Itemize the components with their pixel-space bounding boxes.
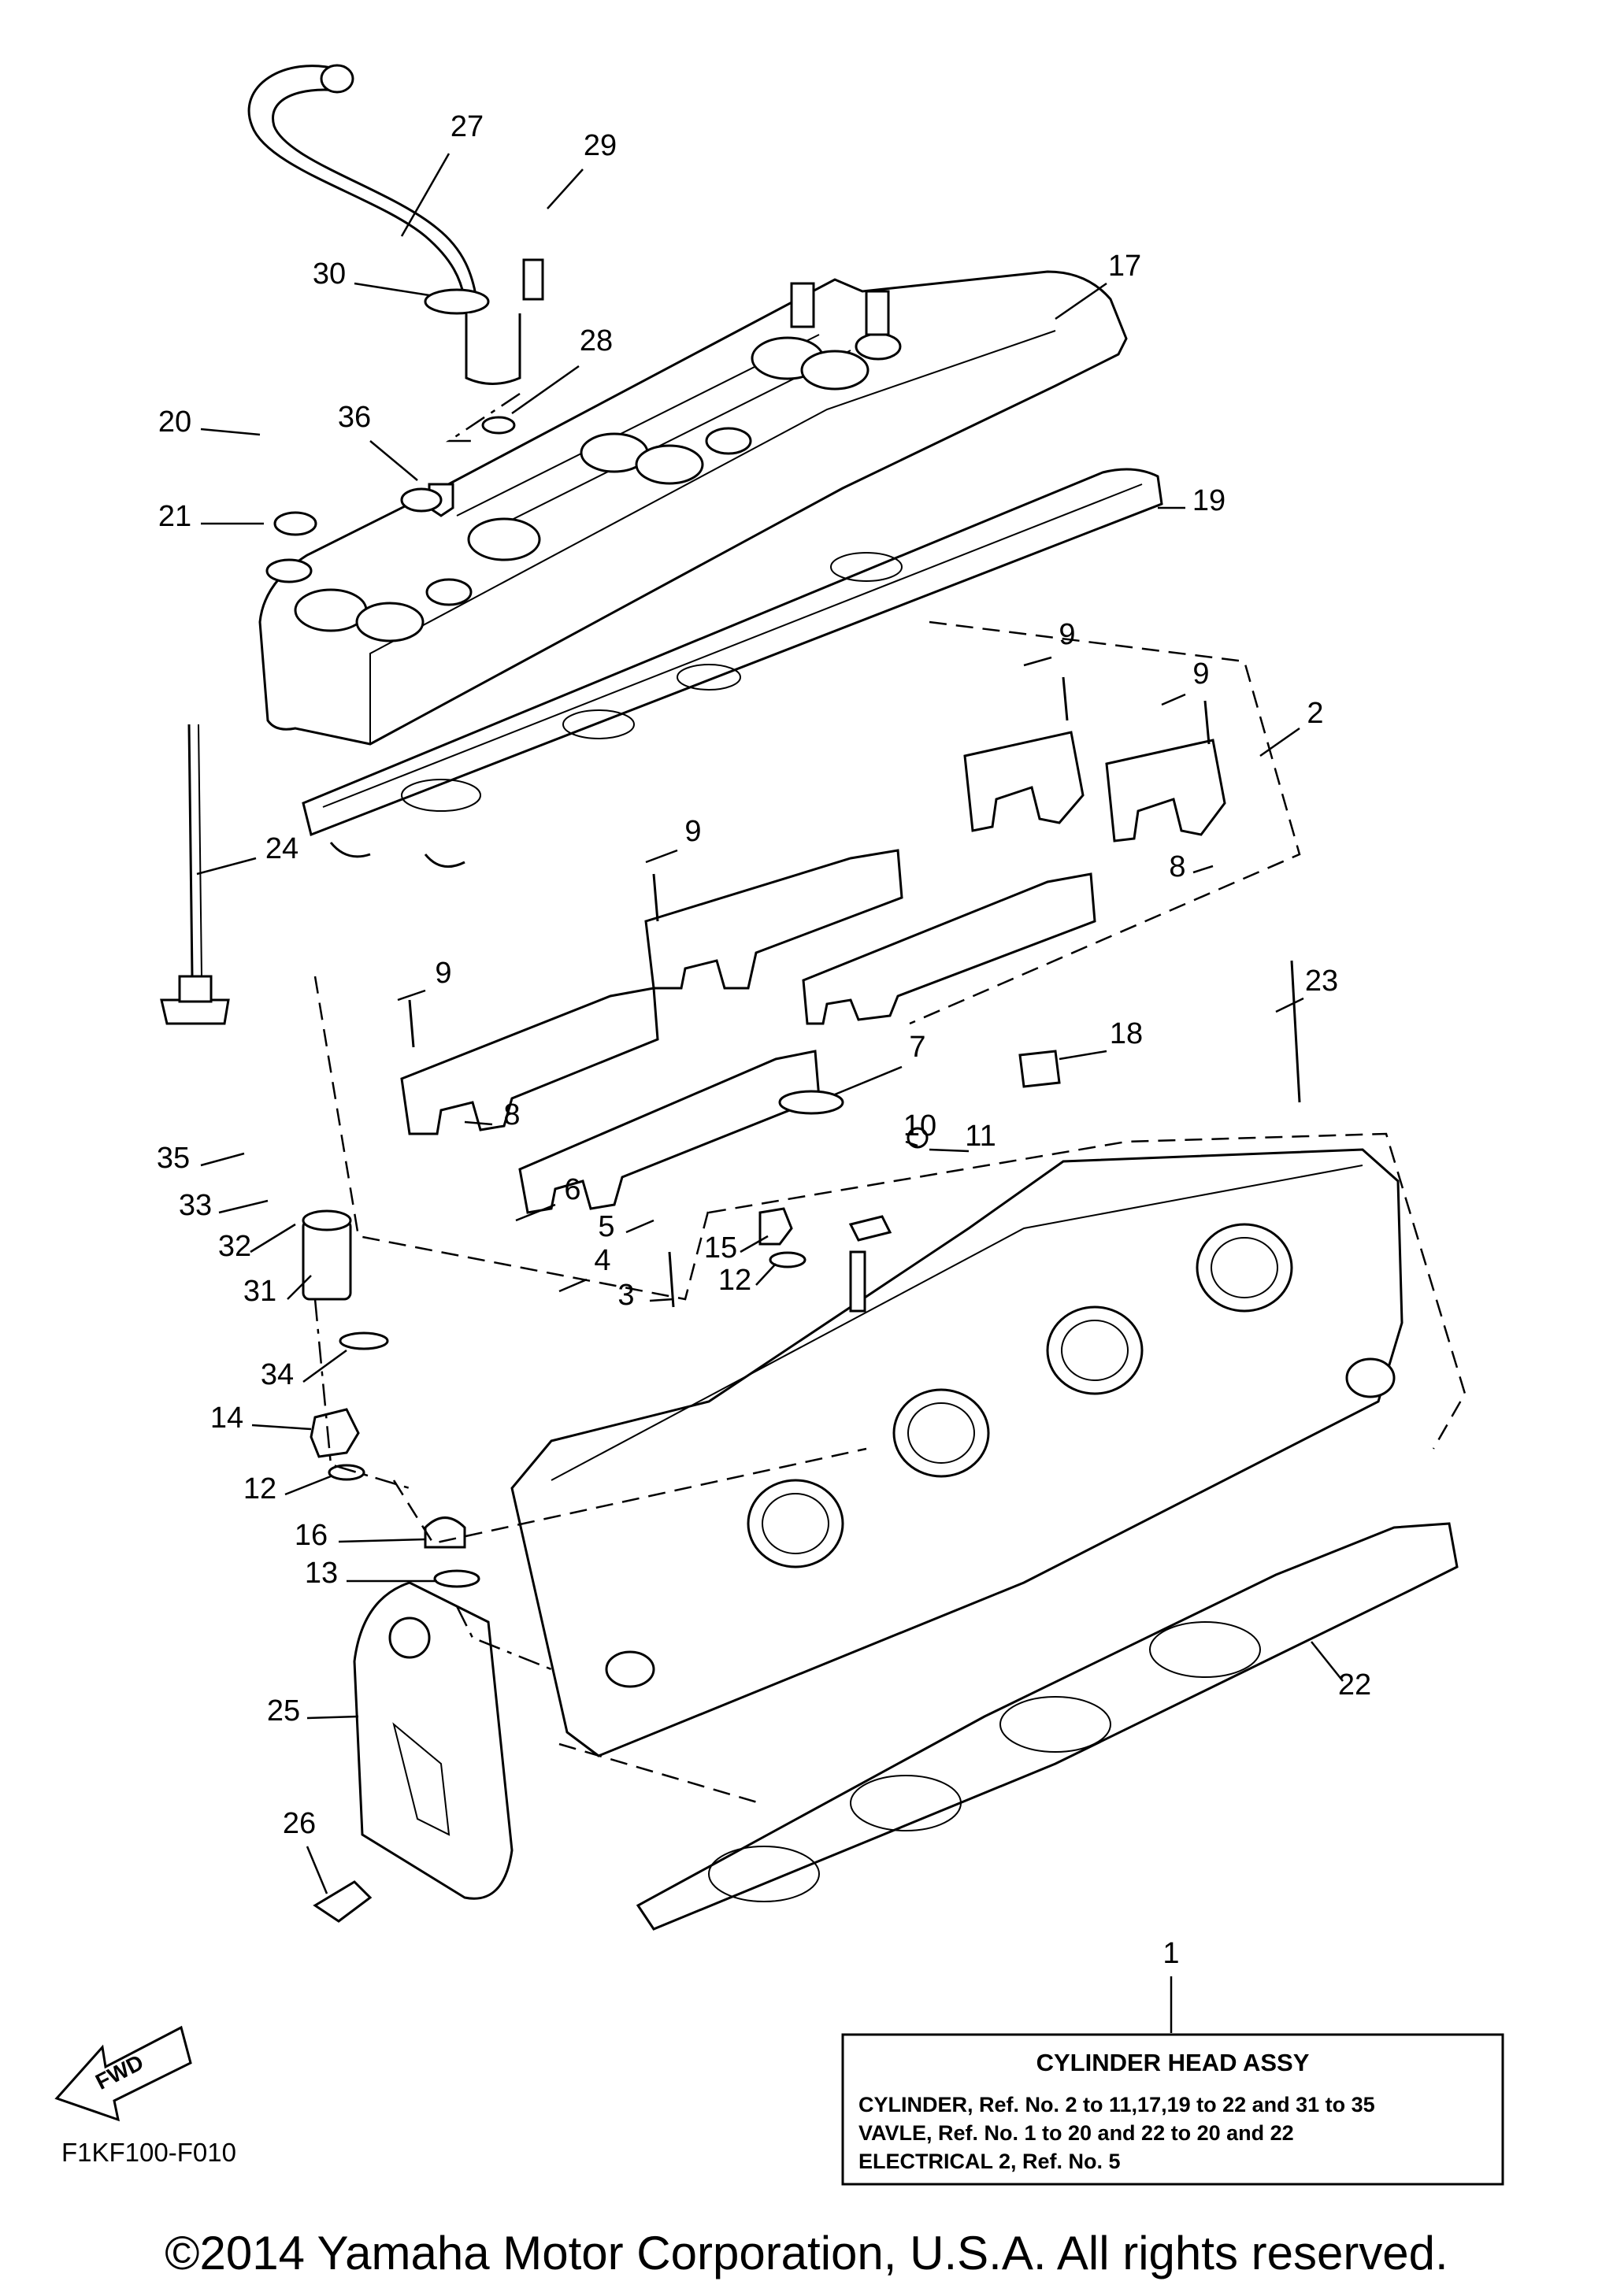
info-box: CYLINDER HEAD ASSY CYLINDER, Ref. No. 2 …: [841, 2033, 1504, 2186]
callout-label: 13: [305, 1557, 338, 1590]
leader-line: [338, 1538, 426, 1543]
callout-label: 20: [158, 406, 191, 439]
leader-line: [1192, 865, 1214, 874]
leader-line: [558, 1278, 588, 1293]
leader-line: [755, 1263, 777, 1286]
cylinder-head-gasket: [636, 1522, 1459, 1931]
leader-line: [306, 1846, 328, 1894]
leader-line: [649, 1298, 674, 1302]
callout-label: 33: [179, 1189, 212, 1222]
camshaft-caps: [400, 731, 1226, 1214]
callout-label: 32: [218, 1230, 251, 1263]
callout-label: 28: [580, 324, 613, 357]
callout-label: 21: [158, 500, 191, 533]
callout-label: 15: [704, 1231, 737, 1265]
callout-label: 30: [313, 257, 346, 291]
callout-label: 18: [1110, 1017, 1143, 1050]
callout-label: 8: [1169, 850, 1185, 883]
leader-line: [284, 1475, 332, 1496]
callout-label: 7: [909, 1031, 925, 1064]
leader-line: [1275, 997, 1304, 1013]
leader-line: [306, 1715, 359, 1720]
leader-line: [251, 1424, 312, 1431]
callout-label: 22: [1338, 1668, 1371, 1702]
leader-line: [464, 1120, 493, 1126]
small-parts: [265, 416, 1301, 1923]
callout-label: 17: [1108, 250, 1141, 283]
callout-label: 16: [295, 1519, 328, 1552]
callout-label: 12: [718, 1264, 751, 1297]
callout-label: 2: [1307, 697, 1323, 730]
leader-line: [1055, 282, 1107, 320]
valve-cover: [258, 258, 1128, 746]
leader-line: [302, 1349, 347, 1383]
callout-label: 14: [210, 1402, 243, 1435]
callout-label: 23: [1305, 965, 1338, 998]
callout-label: 31: [243, 1275, 276, 1308]
callout-label: 9: [1192, 657, 1209, 691]
callout-label: 6: [564, 1173, 580, 1206]
callout-label: 29: [584, 129, 617, 162]
leader-line: [834, 1065, 903, 1096]
info-box-line: ELECTRICAL 2, Ref. No. 5: [858, 2150, 1121, 2173]
callout-label: 24: [265, 832, 298, 865]
leader-line: [511, 365, 580, 415]
spark-plug-tube: [160, 724, 230, 1025]
callout-label: 25: [267, 1694, 300, 1728]
leader-line: [200, 1152, 245, 1167]
callout-label: 9: [1059, 618, 1075, 651]
diagram-code: F1KF100-F010: [61, 2138, 236, 2167]
dashed-group-outlines: [313, 392, 1467, 1805]
info-box-title: CYLINDER HEAD ASSY: [1036, 2049, 1310, 2076]
leader-line: [740, 1235, 769, 1254]
callout-label: 10: [903, 1109, 936, 1142]
leader-line: [645, 849, 678, 864]
leader-line: [905, 1140, 918, 1147]
leader-line: [354, 282, 430, 297]
leader-line: [218, 1199, 269, 1214]
leader-line: [1311, 1641, 1344, 1682]
callout-label: 35: [157, 1142, 190, 1175]
leader-line: [929, 1148, 970, 1153]
cylinder-head: [510, 1148, 1403, 1757]
leader-lines: [196, 153, 1344, 2033]
callout-label: 5: [598, 1210, 614, 1243]
callout-label: 19: [1192, 484, 1226, 517]
callout-label: 3: [617, 1279, 634, 1312]
leader-line: [625, 1219, 654, 1234]
callout-label: 11: [965, 1120, 996, 1153]
leader-line: [515, 1203, 556, 1222]
callout-label: 26: [283, 1807, 316, 1840]
callout-label: 34: [261, 1358, 294, 1391]
callout-label: 4: [594, 1244, 610, 1277]
cover-plate: [353, 1581, 514, 1900]
callout-label: 8: [503, 1098, 520, 1131]
info-box-line: CYLINDER, Ref. No. 2 to 11,17,19 to 22 a…: [858, 2093, 1375, 2116]
leader-line: [547, 168, 584, 209]
callout-label: 9: [684, 815, 701, 848]
leader-line: [250, 1223, 296, 1254]
callout-label: 36: [338, 401, 371, 434]
leader-line: [397, 989, 426, 1002]
leader-line: [1259, 727, 1300, 757]
callout-label: 9: [435, 957, 451, 990]
leader-line: [1161, 693, 1186, 706]
callout-label: 27: [451, 110, 484, 143]
breather-hose: [247, 64, 521, 385]
valve-cover-gasket: [302, 468, 1163, 868]
copyright-notice: ©2014 Yamaha Motor Corporation, U.S.A. A…: [165, 2227, 1448, 2279]
callout-label: 12: [243, 1472, 276, 1505]
leader-line: [287, 1275, 312, 1300]
callout-label: 1: [1162, 1937, 1179, 1970]
leader-line: [400, 153, 451, 237]
leader-line: [1059, 1050, 1107, 1061]
leader-line: [196, 857, 257, 876]
leader-line: [200, 428, 261, 436]
leader-line: [369, 440, 418, 481]
fwd-arrow: FWD: [54, 2025, 192, 2122]
leader-line: [1023, 656, 1052, 667]
info-box-line: VAVLE, Ref. No. 1 to 20 and 22 to 20 and…: [858, 2121, 1294, 2145]
